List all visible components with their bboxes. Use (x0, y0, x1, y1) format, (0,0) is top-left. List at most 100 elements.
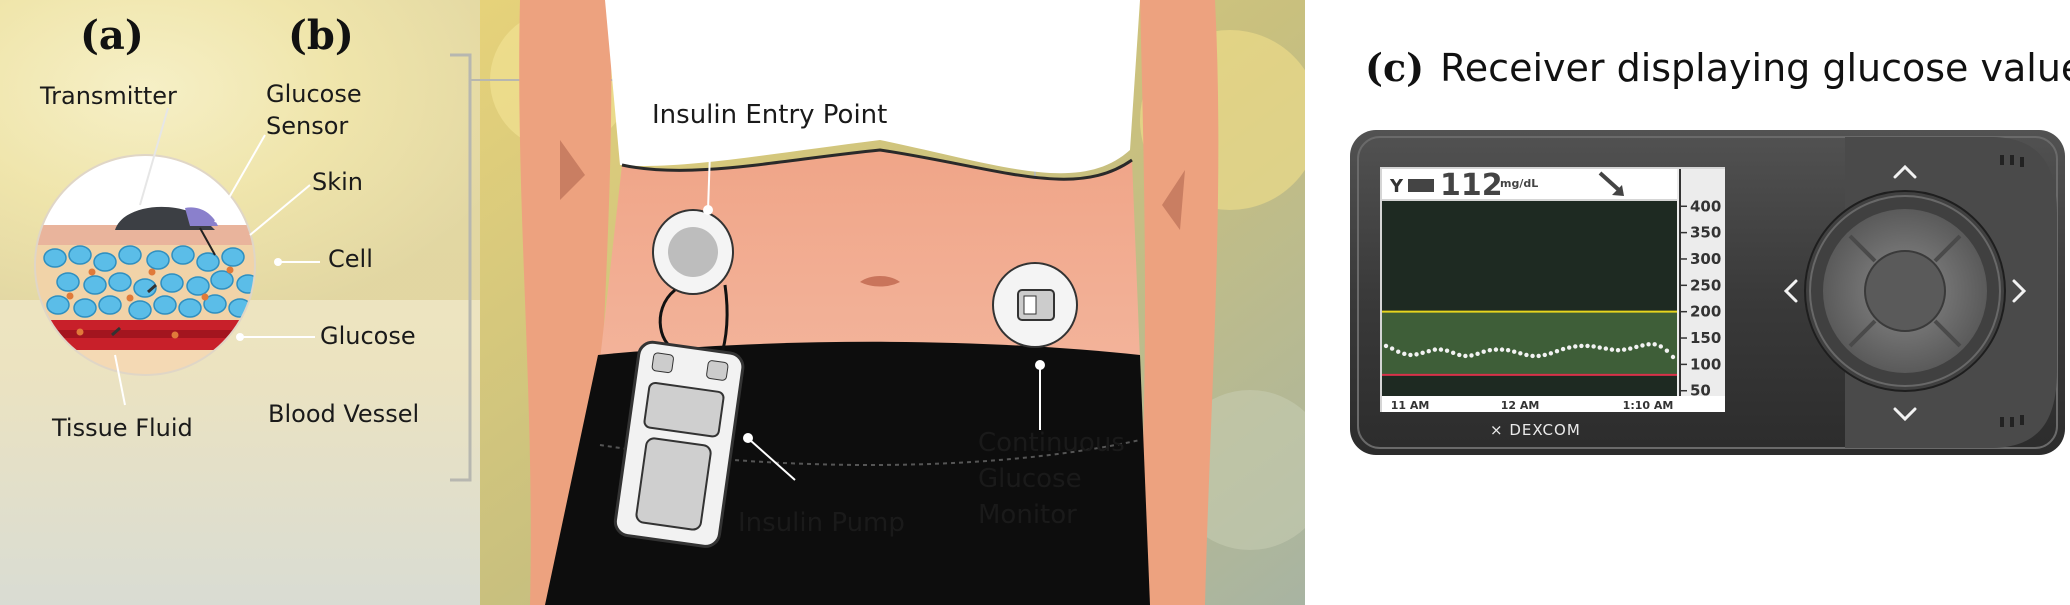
glucose-reading-point (1432, 347, 1438, 352)
glucose-reading-point (1658, 344, 1663, 349)
down-arrow-icon[interactable] (1893, 407, 1917, 422)
trend-arrow-icon (1598, 171, 1624, 196)
insulin-pump-label: Insulin Pump (738, 508, 905, 538)
cell-shape (146, 250, 170, 270)
glucose-reading-point (1512, 349, 1517, 354)
cell-shape (210, 270, 234, 290)
left-arrow-icon[interactable] (1783, 279, 1798, 303)
y-tick-label: 300 (1690, 250, 1721, 268)
glucose-reading-point (1450, 350, 1456, 355)
glucose-sensor-label-line2: Sensor (266, 112, 349, 140)
glucose-molecule (126, 294, 134, 302)
glucose-reading-point (1615, 347, 1621, 353)
glucose-reading-point (1646, 342, 1651, 347)
y-tick-label: 50 (1690, 382, 1711, 400)
glucose-reading-point (1524, 352, 1529, 358)
brand-logo: ⨯ DEXCOM (1490, 421, 1581, 439)
glucose-label: Glucose (320, 322, 416, 350)
right-arrow-icon[interactable] (2012, 279, 2027, 303)
cell-shape (186, 276, 210, 296)
receiver-title-text: Receiver displaying glucose value (1440, 46, 2070, 90)
cell-shape (56, 272, 80, 292)
y-tick-label: 150 (1690, 329, 1721, 347)
cell-shape (171, 245, 195, 265)
panel-b-label: (b) (288, 12, 354, 59)
glucose-molecule (88, 268, 96, 276)
glucose-reading-point (1530, 353, 1535, 359)
target-range-band (1382, 311, 1677, 375)
glucose-reading-point (1396, 349, 1401, 354)
glucose-reading-point (1438, 347, 1444, 352)
glucose-reading-point (1573, 344, 1578, 349)
glucose-reading-point (1603, 346, 1609, 351)
glucose-reading-point (1481, 349, 1486, 354)
glucose-reading-point (1664, 348, 1670, 353)
glucose-molecule (201, 293, 209, 301)
glucose-molecule (66, 292, 74, 300)
illustration-scene (0, 0, 1305, 605)
glucose-reading-point (1652, 342, 1657, 347)
glucose-molecule (148, 268, 156, 276)
cell-shape (133, 278, 157, 298)
glucose-reading-point (1591, 344, 1596, 349)
y-tick-label: 350 (1690, 224, 1721, 242)
cell-shape (153, 295, 177, 315)
select-button[interactable] (1864, 250, 1946, 332)
glucose-reading-point (1628, 346, 1633, 351)
glucose-reading-point (1542, 352, 1547, 358)
glucose-reading-point (1402, 351, 1407, 357)
glucose-molecule (171, 331, 179, 339)
glucose-reading-point (1487, 347, 1493, 353)
glucose-reading-point (1499, 347, 1505, 352)
glucose-unit: mg/dL (1500, 177, 1538, 190)
navel (860, 276, 900, 287)
glucose-molecule (226, 266, 234, 274)
glucose-reading-point (1597, 345, 1602, 350)
glucose-reading-point (1420, 350, 1425, 355)
glucose-reading-point (1640, 343, 1645, 348)
glucose-reading-point (1426, 349, 1431, 354)
glucose-reading-point (1536, 353, 1541, 359)
cell-shape (108, 272, 132, 292)
right-arm (1135, 0, 1219, 605)
cgm-label-line3: Monitor (978, 500, 1077, 530)
glucose-reading-point (1389, 346, 1395, 351)
cell-shape (46, 295, 70, 315)
glucose-reading-point (1585, 343, 1590, 349)
glucose-reading-point (1634, 344, 1639, 350)
cell-shape (203, 294, 227, 314)
glucose-reading-point (1408, 352, 1413, 358)
cgm-label-line2: Glucose (978, 464, 1082, 494)
glucose-reading-point (1621, 347, 1627, 352)
cell-shape (178, 298, 202, 318)
navigation-pad[interactable] (1804, 190, 2006, 392)
glucose-sensor-label-line1: Glucose (266, 80, 362, 108)
cell-shape (43, 248, 67, 268)
glucose-reading-point (1566, 345, 1572, 350)
cell-shape (73, 298, 97, 318)
cell-shape (160, 273, 184, 293)
transmitter-label: Transmitter (40, 82, 177, 110)
panel-c-label: (c) (1365, 45, 1425, 90)
glucose-molecule (76, 328, 84, 336)
glucose-reading-point (1518, 351, 1523, 356)
cell-shape (83, 275, 107, 295)
blood-vessel-label: Blood Vessel (268, 400, 420, 428)
glucose-reading-point (1493, 347, 1499, 352)
cell-shape (118, 245, 142, 265)
cell-shape (68, 245, 92, 265)
up-arrow-icon[interactable] (1893, 164, 1917, 179)
glucose-reading-point (1560, 346, 1566, 352)
glucose-reading-point (1469, 353, 1474, 358)
y-tick-label: 200 (1690, 303, 1721, 321)
tissue-fluid-label: Tissue Fluid (52, 414, 193, 442)
cell-label: Cell (328, 245, 373, 273)
y-tick-label: 400 (1690, 197, 1721, 215)
antenna-icon: Y (1389, 176, 1404, 197)
skin-label: Skin (312, 168, 364, 196)
glucose-trace (1383, 342, 1676, 360)
glucose-reading-point (1475, 351, 1480, 357)
cgm-label-line1: Continuous (978, 428, 1125, 458)
cell-shape (93, 252, 117, 272)
